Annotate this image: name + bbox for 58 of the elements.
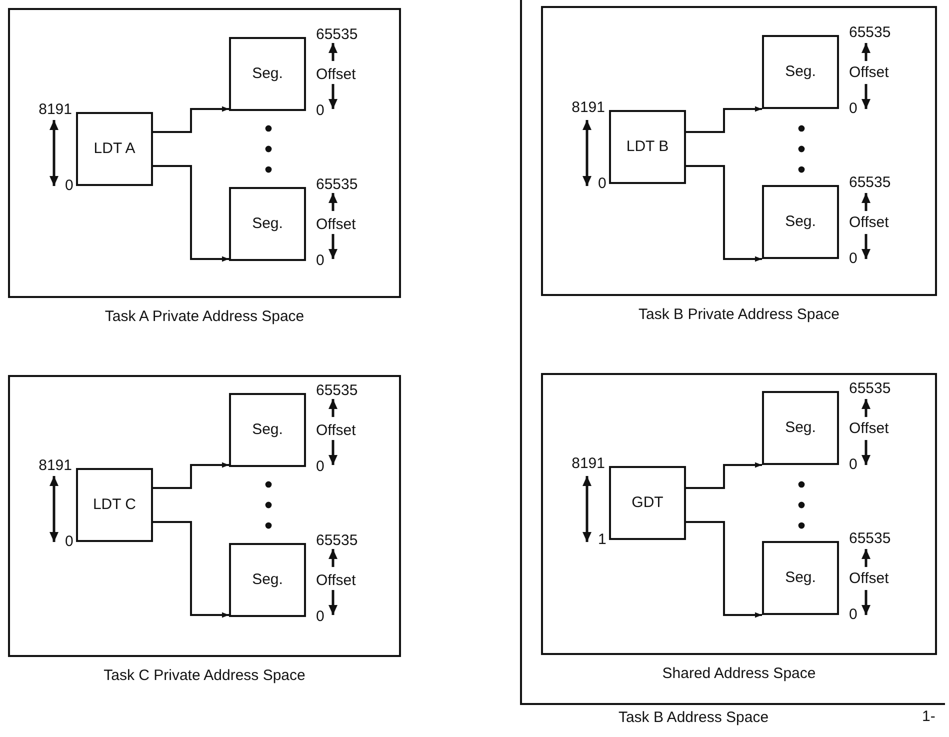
- index-range-label: 8191: [570, 456, 605, 471]
- offset-range-label: Offset: [849, 421, 890, 436]
- offset-range-label: Offset: [316, 217, 357, 232]
- offset-range-label: 65535: [849, 531, 892, 546]
- offset-range-label: 0: [316, 103, 326, 118]
- offset-range-label: 0: [849, 251, 858, 266]
- arrow: [686, 106, 762, 133]
- index-range-label: 1: [598, 532, 608, 547]
- offset-range-label: Offset: [316, 573, 357, 588]
- panel-title: Shared Address Space: [661, 665, 817, 682]
- panel-title: Task B Address Space: [617, 709, 770, 726]
- box-label: GDT: [632, 495, 664, 511]
- offset-range-label: 0: [316, 609, 326, 624]
- arrow: [153, 165, 229, 262]
- panel-title: Task A Private Address Space: [104, 308, 306, 325]
- index-range-label: 0: [65, 178, 74, 193]
- panel-title: Task C Private Address Space: [102, 667, 306, 684]
- offset-range-label: 65535: [316, 177, 359, 192]
- arrow: [686, 165, 762, 262]
- offset-range-label: Offset: [849, 65, 890, 80]
- offset-range-label: 65535: [316, 383, 359, 398]
- arrow: [153, 462, 229, 489]
- box-label: LDT C: [92, 497, 136, 513]
- arrow: [686, 521, 762, 618]
- box-label: Seg.: [785, 570, 816, 586]
- offset-range-label: 0: [316, 459, 326, 474]
- box-label: LDT A: [94, 141, 136, 157]
- arrow: [686, 462, 762, 489]
- offset-range-label: 65535: [316, 533, 359, 548]
- box-label: Seg.: [252, 216, 283, 232]
- offset-range-label: Offset: [849, 571, 890, 586]
- offset-range-label: 0: [849, 457, 858, 472]
- offset-range-label: 65535: [316, 27, 359, 42]
- box-label: Seg.: [785, 420, 816, 436]
- index-range-label: 0: [598, 176, 608, 191]
- offset-range-label: 65535: [849, 25, 892, 40]
- arrow: [153, 521, 229, 618]
- box-label: Seg.: [252, 572, 283, 588]
- offset-range-label: 0: [849, 607, 858, 622]
- index-range-label: 8191: [38, 458, 72, 473]
- index-range-label: 8191: [38, 102, 72, 117]
- box-label: Seg.: [252, 422, 283, 438]
- offset-range-label: 0: [316, 253, 326, 268]
- figure-number: 1-: [922, 708, 936, 725]
- arrow: [153, 106, 229, 133]
- box-label: Seg.: [785, 214, 816, 230]
- offset-range-label: Offset: [316, 423, 357, 438]
- offset-range-label: 65535: [849, 381, 892, 396]
- index-range-label: 0: [65, 534, 74, 549]
- index-range-label: 8191: [570, 100, 605, 115]
- box-label: Seg.: [785, 64, 816, 80]
- offset-range-label: Offset: [316, 67, 357, 82]
- offset-range-label: 0: [849, 101, 858, 116]
- panel-title: Task B Private Address Space: [638, 306, 840, 323]
- box-label: LDT B: [626, 139, 669, 155]
- box-label: Seg.: [252, 66, 283, 82]
- offset-range-label: Offset: [849, 215, 890, 230]
- offset-range-label: 65535: [849, 175, 892, 190]
